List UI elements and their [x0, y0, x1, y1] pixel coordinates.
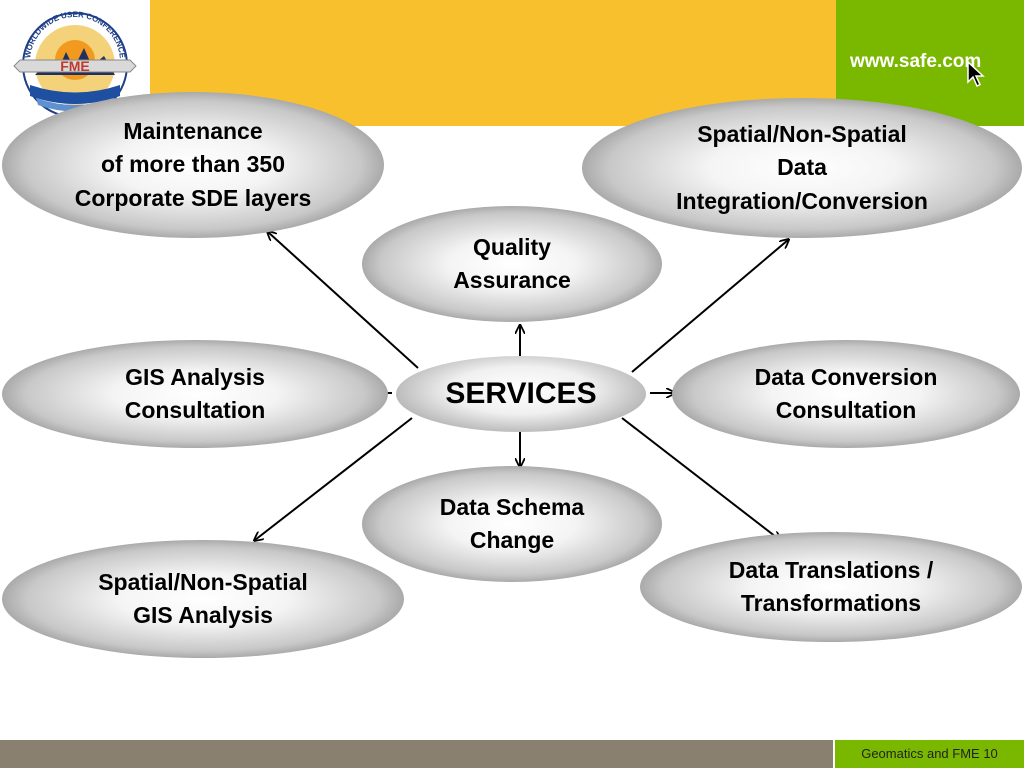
footer-caption: Geomatics and FME 10 — [835, 740, 1024, 768]
svg-text:FME: FME — [60, 58, 90, 74]
node-maintenance: Maintenance of more than 350 Corporate S… — [2, 92, 384, 238]
node-gis-analysis: Spatial/Non-Spatial GIS Analysis — [2, 540, 404, 658]
node-schema-label: Data Schema Change — [439, 493, 585, 553]
website-url[interactable]: www.safe.com — [850, 51, 982, 72]
node-quality-assurance: Quality Assurance — [362, 206, 662, 322]
node-services: SERVICES — [396, 356, 646, 432]
footer-bar — [0, 740, 833, 768]
node-translations: Data Translations / Transformations — [640, 532, 1022, 642]
node-gis-analysis-label: Spatial/Non-Spatial GIS Analysis — [98, 568, 308, 628]
node-maintenance-label: Maintenance of more than 350 Corporate S… — [74, 117, 312, 211]
mouse-cursor-icon — [967, 60, 985, 88]
node-integration: Spatial/Non-Spatial Data Integration/Con… — [582, 98, 1022, 238]
node-conv-consult-label: Data Conversion Consultation — [754, 363, 938, 423]
node-quality-label: Quality Assurance — [453, 233, 571, 293]
node-conversion-consultation: Data Conversion Consultation — [672, 340, 1020, 448]
services-label: SERVICES — [445, 377, 597, 411]
node-translations-label: Data Translations / Transformations — [728, 556, 934, 616]
node-gis-consult-label: GIS Analysis Consultation — [124, 363, 266, 423]
node-schema-change: Data Schema Change — [362, 466, 662, 582]
fme-logo-icon: FME WORLDWIDE USER CONFERENCE — [13, 10, 137, 118]
node-gis-consultation: GIS Analysis Consultation — [2, 340, 388, 448]
node-integration-label: Spatial/Non-Spatial Data Integration/Con… — [676, 120, 928, 214]
conference-logo: FME WORLDWIDE USER CONFERENCE — [0, 0, 150, 126]
